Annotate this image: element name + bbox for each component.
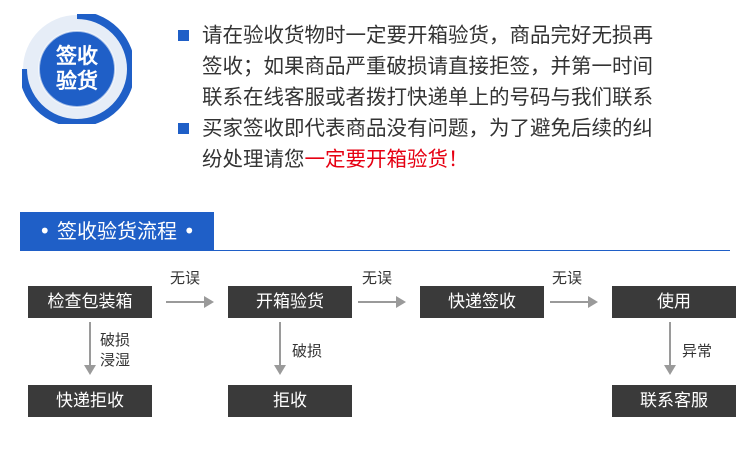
bullet-square-icon [178,123,189,134]
notice-item-2: 买家签收即代表商品没有问题，为了避免后续的纠 纷处理请您一定要开箱验货！ [178,113,738,175]
process-title: • 签收验货流程 • [20,212,214,250]
badge-line-2: 验货 [56,69,98,93]
notice-item-1: 请在验收货物时一定要开箱验货，商品完好无损再 签收；如果商品严重破损请直接拒签，… [178,20,738,113]
step-reject: 拒收 [228,385,352,417]
label-no-error: 无误 [362,269,393,287]
step-check-package: 检查包装箱 [28,286,152,318]
notice-text: 请在验收货物时一定要开箱验货，商品完好无损再 签收；如果商品严重破损请直接拒签，… [178,20,738,175]
arrow-head [588,296,598,308]
label-damaged-wet: 破损 浸湿 [100,330,130,370]
label-damaged: 破损 [292,342,323,360]
badge-icon [22,14,132,124]
step-contact-service: 联系客服 [612,385,736,417]
badge-label: 签收 验货 [22,44,132,94]
arrow-head [84,365,96,375]
label-wet: 浸湿 [100,351,131,369]
notice-line: 联系在线客服或者拨打快递单上的号码与我们联系 [202,85,653,109]
step-use: 使用 [612,286,736,318]
step-open-inspect: 开箱验货 [228,286,352,318]
title-divider [20,250,730,251]
badge-line-1: 签收 [56,44,98,68]
label-abnormal: 异常 [682,342,713,360]
notice-plain-text: 纷处理请您 [202,147,305,171]
arrow-head [664,365,676,375]
arrow-head [204,296,214,308]
step-courier-reject: 快递拒收 [28,385,152,417]
step-courier-sign: 快递签收 [420,286,544,318]
label-no-error: 无误 [552,269,583,287]
notice-line: 请在验收货物时一定要开箱验货，商品完好无损再 [202,23,653,47]
notice-line: 买家签收即代表商品没有问题，为了避免后续的纠 [202,116,653,140]
label-damaged: 破损 [100,331,131,349]
notice-line: 签收；如果商品严重破损请直接拒签，并第一时间 [202,54,653,78]
notice-line: 纷处理请您一定要开箱验货！ [202,144,738,175]
bullet-square-icon [178,30,189,41]
arrow-head [274,365,286,375]
label-no-error: 无误 [170,269,201,287]
notice-highlight-text: 一定要开箱验货！ [304,147,469,171]
arrow-head [396,296,406,308]
